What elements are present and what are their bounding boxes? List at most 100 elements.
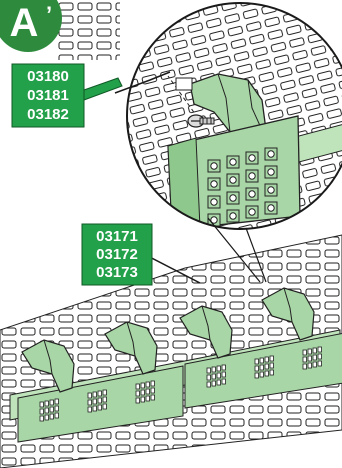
terminal-hole bbox=[307, 362, 312, 369]
inset-terminal-hole bbox=[210, 162, 218, 170]
callout-top-code-2: 03181 bbox=[27, 87, 69, 104]
inset-terminal-hole bbox=[229, 176, 237, 184]
inset-terminal-hole bbox=[248, 154, 256, 162]
terminal-hole bbox=[216, 365, 221, 372]
terminal-hole bbox=[312, 354, 317, 361]
inset-terminal-hole bbox=[210, 180, 218, 188]
terminal-block-2 bbox=[184, 333, 342, 409]
terminal-hole bbox=[264, 370, 269, 377]
terminal-hole bbox=[216, 379, 221, 386]
screw-icon bbox=[167, 75, 215, 128]
terminal-hole bbox=[216, 372, 221, 379]
terminal-block-row bbox=[17, 333, 342, 443]
clip-edge bbox=[43, 339, 53, 375]
terminal-hole bbox=[317, 353, 322, 360]
terminal-hole bbox=[135, 383, 140, 390]
terminal-hole bbox=[206, 367, 211, 374]
terminal-hole bbox=[312, 361, 317, 368]
inset-terminal-hole bbox=[248, 190, 256, 198]
terminal-hole bbox=[92, 405, 97, 412]
terminal-hole bbox=[211, 373, 216, 380]
terminal-hole bbox=[221, 364, 226, 371]
mounting-clip-icon bbox=[175, 73, 267, 143]
clip-edge bbox=[283, 287, 293, 323]
terminal-hole bbox=[92, 391, 97, 398]
callout-top-code-1: 03180 bbox=[27, 68, 69, 85]
mounting-clip-1 bbox=[21, 339, 75, 393]
terminal-hole bbox=[102, 396, 107, 403]
terminal-hole bbox=[97, 404, 102, 411]
terminal-hole bbox=[221, 378, 226, 385]
terminal-hole bbox=[254, 358, 259, 365]
terminal-hole bbox=[302, 349, 307, 356]
terminal-hole bbox=[135, 397, 140, 404]
terminal-hole bbox=[39, 401, 44, 408]
terminal-hole bbox=[259, 364, 264, 371]
inset-terminal-hole bbox=[267, 186, 275, 194]
terminal-hole bbox=[97, 397, 102, 404]
terminal-hole bbox=[102, 403, 107, 410]
terminal-hole bbox=[312, 347, 317, 354]
mounting-clip-4 bbox=[261, 287, 315, 341]
terminal-hole bbox=[140, 396, 145, 403]
terminal-hole bbox=[54, 405, 59, 412]
terminal-hole bbox=[97, 390, 102, 397]
terminal-hole bbox=[92, 398, 97, 405]
terminal-hole bbox=[211, 380, 216, 387]
clip-body bbox=[261, 287, 315, 341]
clip-edge bbox=[201, 305, 211, 341]
terminal-hole bbox=[221, 371, 226, 378]
terminal-hole bbox=[140, 389, 145, 396]
inset-terminal-hole bbox=[267, 150, 275, 158]
terminal-hole bbox=[254, 365, 259, 372]
terminal-hole bbox=[302, 363, 307, 370]
terminal-hole bbox=[150, 394, 155, 401]
terminal-hole bbox=[269, 369, 274, 376]
terminal-hole bbox=[269, 355, 274, 362]
leader-lines bbox=[114, 71, 267, 284]
terminal-hole bbox=[54, 398, 59, 405]
terminal-hole bbox=[259, 357, 264, 364]
terminal-hole bbox=[49, 406, 54, 413]
terminal-hole bbox=[87, 399, 92, 406]
terminal-hole bbox=[302, 356, 307, 363]
callout-bottom-code-1: 03171 bbox=[96, 228, 138, 245]
terminal-hole bbox=[145, 388, 150, 395]
inset-terminal-hole bbox=[267, 168, 275, 176]
terminal-hole bbox=[317, 360, 322, 367]
terminal-hole bbox=[317, 346, 322, 353]
clip-body bbox=[104, 321, 158, 375]
inset-terminal-hole bbox=[248, 172, 256, 180]
clip-edge bbox=[126, 321, 136, 357]
terminal-hole bbox=[264, 356, 269, 363]
inset-terminal-hole bbox=[248, 208, 256, 216]
terminal-hole bbox=[206, 381, 211, 388]
terminal-hole bbox=[206, 374, 211, 381]
mounting-clip-row bbox=[21, 287, 315, 393]
letter-badge-icon: A ’ bbox=[0, 0, 62, 52]
terminal-hole bbox=[44, 400, 49, 407]
mounting-clip-2 bbox=[104, 321, 158, 375]
terminal-hole bbox=[145, 395, 150, 402]
terminal-hole bbox=[49, 413, 54, 420]
terminal-hole bbox=[87, 406, 92, 413]
clip-body bbox=[21, 339, 75, 393]
terminal-hole bbox=[150, 380, 155, 387]
terminal-hole bbox=[39, 415, 44, 422]
badge-prime-mark: ’ bbox=[46, 2, 52, 27]
inset-terminal-hole bbox=[210, 198, 218, 206]
terminal-hole bbox=[259, 371, 264, 378]
terminal-hole bbox=[54, 412, 59, 419]
terminal-hole bbox=[264, 363, 269, 370]
inset-terminal-hole bbox=[210, 216, 218, 224]
inset-terminal-hole bbox=[229, 212, 237, 220]
badge-letter: A bbox=[10, 1, 39, 45]
clip-body bbox=[179, 305, 233, 359]
inset-terminal-hole bbox=[229, 158, 237, 166]
terminal-block-1 bbox=[17, 365, 184, 443]
terminal-hole bbox=[140, 382, 145, 389]
terminal-hole bbox=[87, 392, 92, 399]
inset-terminal-hole bbox=[229, 194, 237, 202]
terminal-hole bbox=[269, 362, 274, 369]
